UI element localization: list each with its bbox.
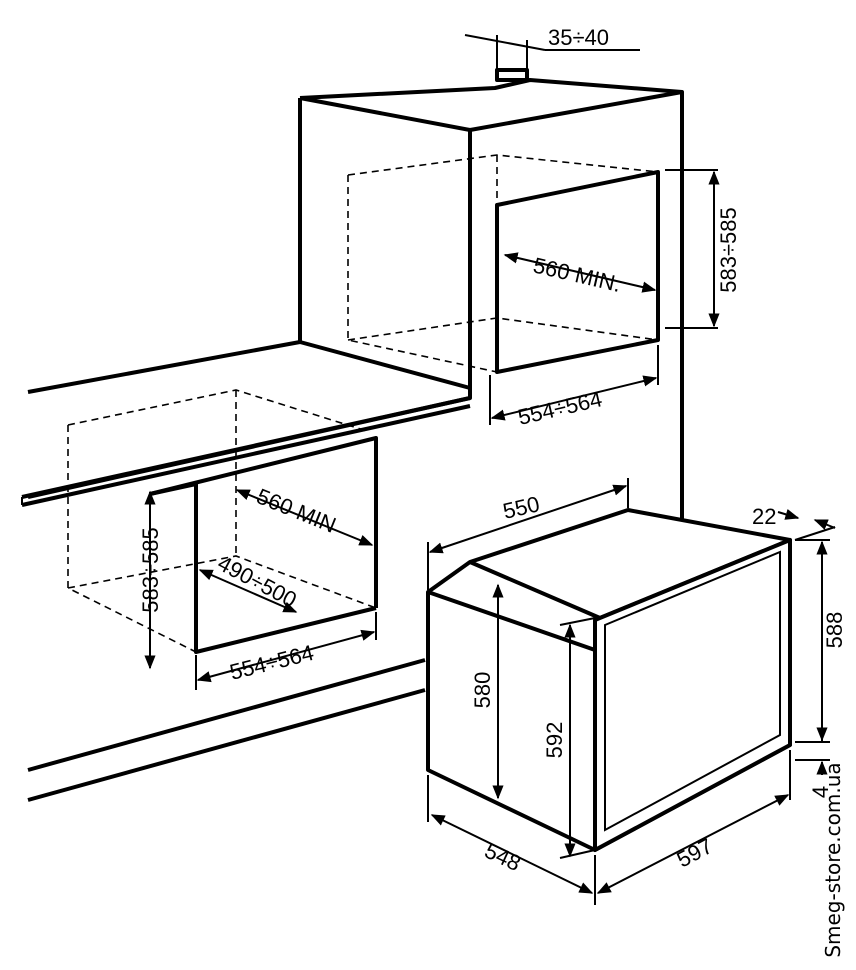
label-oven-width: 597 [673, 833, 717, 872]
label-oven-front-height: 592 [542, 722, 567, 759]
oven [426, 508, 792, 852]
label-top-gap: 35÷40 [548, 25, 609, 50]
oven-door [593, 538, 792, 852]
label-column-width: 554÷564 [516, 386, 605, 430]
dimension-lines [144, 34, 836, 905]
label-column-height: 583÷585 [716, 207, 741, 293]
label-counter-height: 583÷585 [138, 527, 163, 613]
countertop [21, 340, 472, 802]
label-counter-width: 554÷564 [227, 640, 316, 685]
label-oven-front: 22 [752, 504, 776, 529]
watermark-text: Smeg-store.com.ua [821, 762, 845, 957]
label-oven-door-height: 588 [822, 612, 847, 649]
top-vent-block [495, 68, 529, 82]
label-bottom-gap: 4 [808, 786, 833, 798]
label-oven-side-depth: 548 [481, 838, 525, 876]
label-oven-depth-top: 550 [501, 491, 542, 524]
label-column-depth: 560 MIN. [531, 253, 624, 297]
label-counter-depth: 560 MIN [253, 483, 339, 537]
label-oven-body-height: 580 [470, 672, 495, 709]
column-cabinet [298, 68, 684, 522]
